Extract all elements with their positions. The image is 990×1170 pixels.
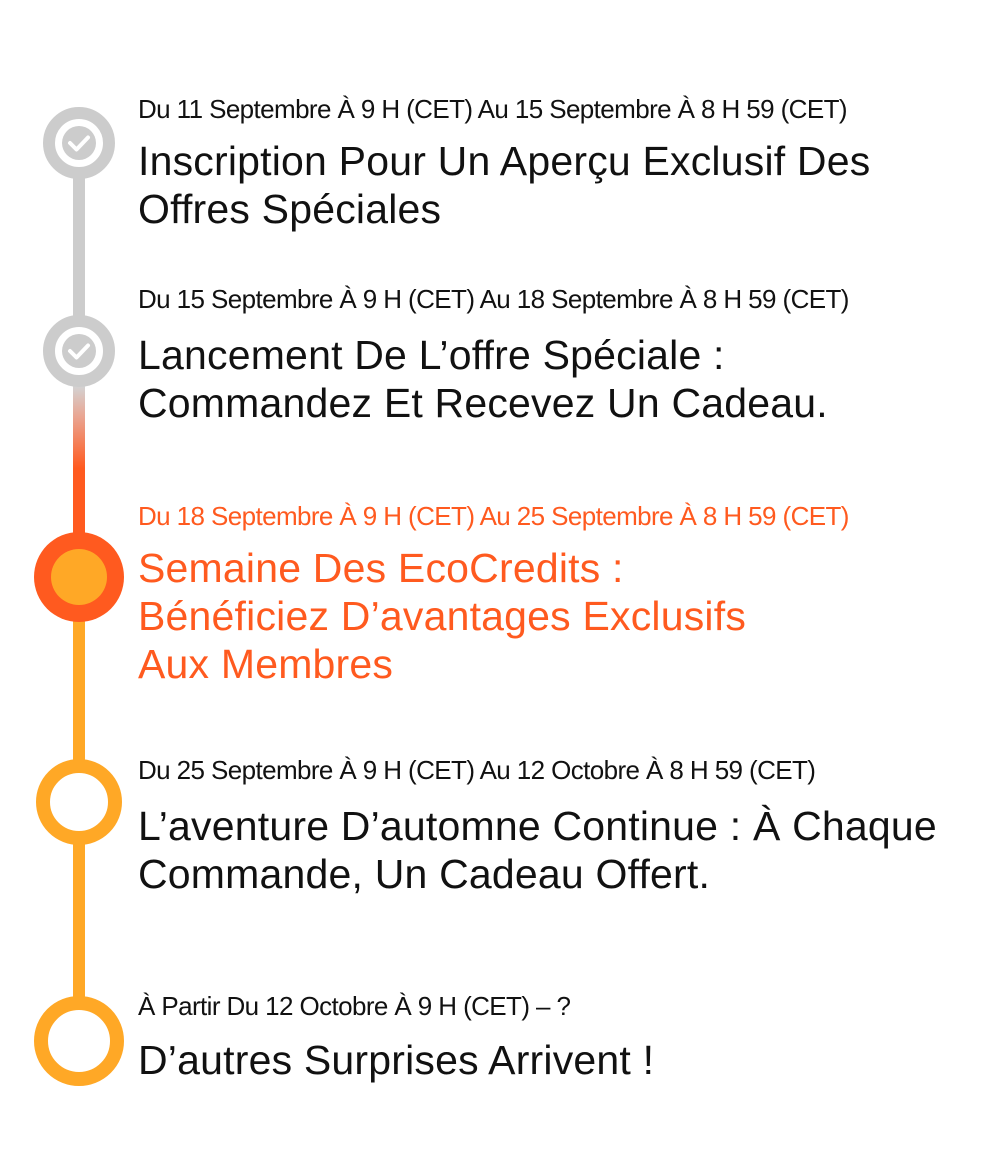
step-date: À Partir Du 12 Octobre À 9 H (CET) – ? xyxy=(138,991,571,1021)
step-5-marker xyxy=(34,996,124,1086)
check-icon xyxy=(62,126,96,160)
step-3-marker xyxy=(34,532,124,622)
timeline-step-4: Du 25 Septembre À 9 H (CET) Au 12 Octobr… xyxy=(138,754,958,898)
step-title: D’autres Surprises Arrivent ! xyxy=(138,1037,655,1083)
step-date: Du 18 Septembre À 9 H (CET) Au 25 Septem… xyxy=(138,501,849,531)
ring-icon xyxy=(36,759,122,845)
timeline-step-5: À Partir Du 12 Octobre À 9 H (CET) – ? D… xyxy=(138,990,958,1084)
step-date: Du 11 Septembre À 9 H (CET) Au 15 Septem… xyxy=(138,94,848,124)
check-icon xyxy=(62,334,96,368)
connector-line-2 xyxy=(73,386,85,536)
timeline-track xyxy=(34,107,124,1086)
timeline-step-3: Du 18 Septembre À 9 H (CET) Au 25 Septem… xyxy=(138,500,958,688)
step-title: L’aventure D’automne Continue : À Chaque… xyxy=(138,803,937,897)
step-2-marker xyxy=(43,315,115,387)
step-1-marker xyxy=(43,107,115,179)
ring-icon xyxy=(34,996,124,1086)
step-title: Lancement De L’offre Spéciale : Commande… xyxy=(138,332,828,426)
step-date: Du 25 Septembre À 9 H (CET) Au 12 Octobr… xyxy=(138,755,816,785)
timeline-step-1: Du 11 Septembre À 9 H (CET) Au 15 Septem… xyxy=(138,93,958,233)
step-date: Du 15 Septembre À 9 H (CET) Au 18 Septem… xyxy=(138,284,849,314)
timeline-step-2: Du 15 Septembre À 9 H (CET) Au 18 Septem… xyxy=(138,283,958,427)
step-title: Inscription Pour Un Aperçu Exclusif Des … xyxy=(138,138,871,232)
step-4-marker xyxy=(36,759,122,845)
step-title: Semaine Des EcoCredits : Bénéficiez D’av… xyxy=(138,545,747,687)
filled-circle-icon xyxy=(51,549,107,605)
